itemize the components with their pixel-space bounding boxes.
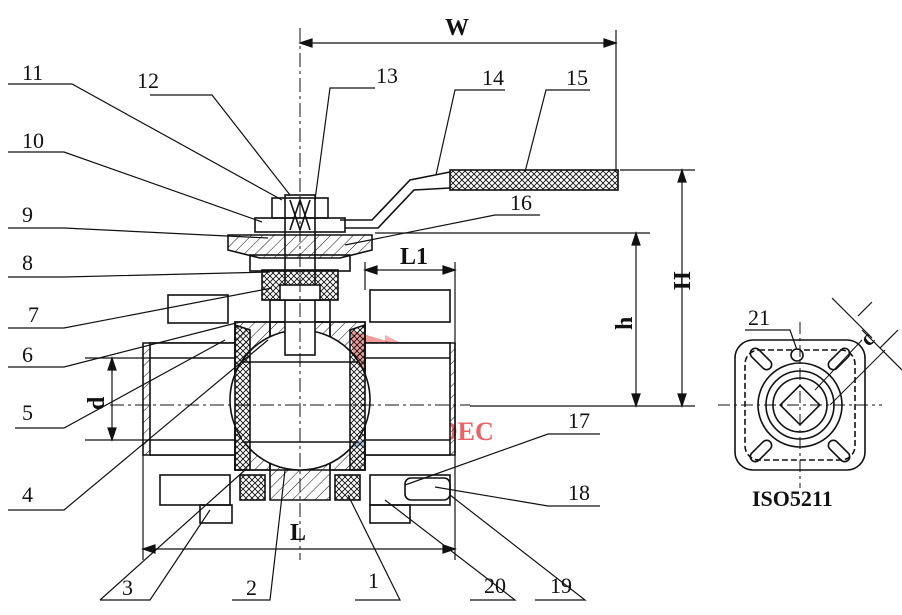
dim-h: h: [612, 317, 638, 330]
callout-20: 20: [484, 573, 506, 598]
callout-15: 15: [566, 65, 588, 90]
dimensions: W H h L1 L d: [84, 15, 696, 560]
dim-L1: L1: [400, 244, 428, 270]
iso-standard-label: ISO5211: [752, 486, 833, 511]
callout-12: 12: [137, 68, 159, 93]
callout-21: 21: [748, 305, 770, 330]
callout-leaders: [8, 83, 798, 601]
callout-3: 3: [122, 575, 133, 600]
dim-d: d: [84, 396, 110, 410]
callout-11: 11: [22, 60, 43, 85]
callout-4: 4: [22, 482, 33, 507]
callout-18: 18: [568, 480, 590, 505]
lever-handle: [340, 169, 619, 229]
callout-17: 17: [568, 408, 590, 433]
callout-6: 6: [22, 342, 33, 367]
callout-1: 1: [368, 568, 379, 593]
iso-mounting-pad: c ISO5211: [718, 297, 902, 511]
dim-L: L: [290, 520, 306, 546]
callout-8: 8: [22, 250, 33, 275]
dim-W: W: [445, 15, 469, 41]
callout-19: 19: [550, 573, 572, 598]
callout-13: 13: [376, 63, 398, 88]
center-lines: [110, 28, 470, 560]
dim-H: H: [670, 271, 696, 290]
callout-2: 2: [246, 575, 257, 600]
callout-9: 9: [22, 202, 33, 227]
callout-labels: 11 12 13 14 15 10 9 16 8 7 6 5 4 17 18 3…: [22, 60, 770, 600]
callout-10: 10: [22, 128, 44, 153]
callout-14: 14: [482, 65, 504, 90]
callout-5: 5: [22, 400, 33, 425]
callout-16: 16: [510, 190, 532, 215]
callout-7: 7: [28, 302, 39, 327]
dim-c: c: [855, 326, 880, 351]
